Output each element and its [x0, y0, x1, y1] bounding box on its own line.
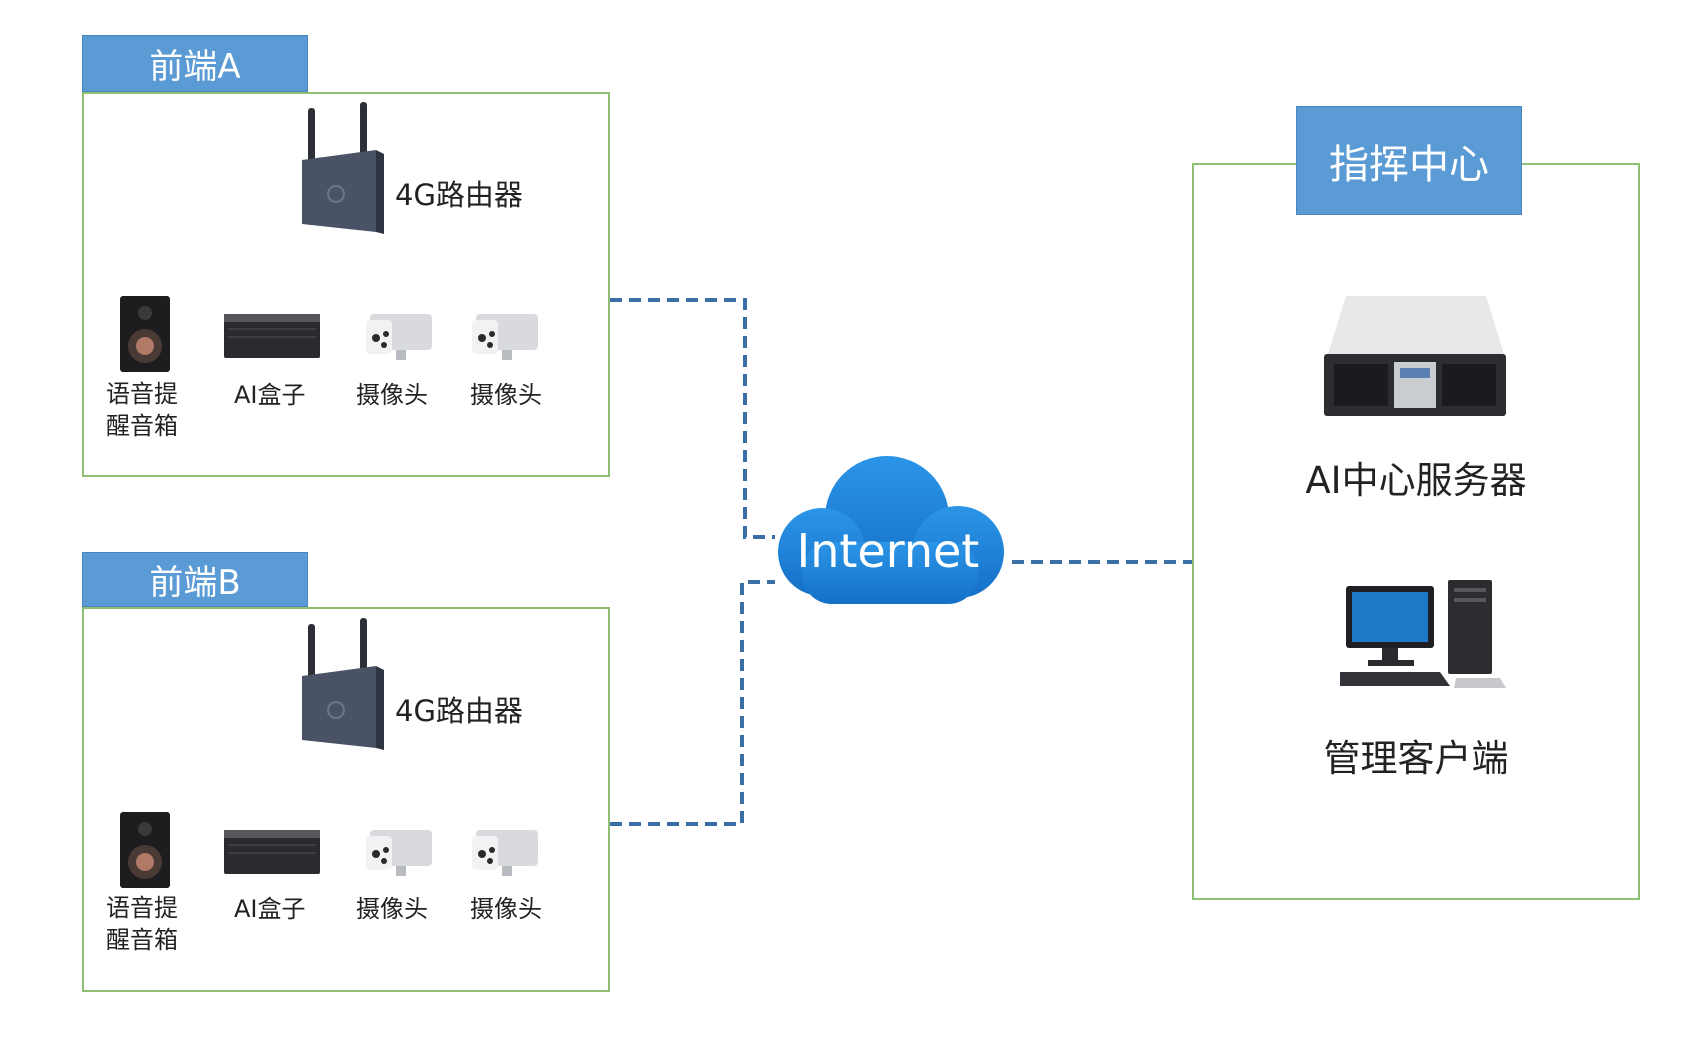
server-label: AI中心服务器 — [1305, 459, 1527, 502]
computer-icon — [1340, 580, 1506, 688]
camera-icon — [366, 830, 432, 876]
front-b-camera2-label: 摄像头 — [470, 895, 542, 923]
front-a-ai-box-label: AI盒子 — [234, 381, 306, 409]
front-b-title: 前端B — [149, 563, 241, 603]
front-b-speaker-label: 语音提 醒音箱 — [106, 894, 178, 954]
router-icon — [302, 102, 384, 234]
camera-icon — [472, 830, 538, 876]
ai-box-icon — [224, 830, 320, 874]
ai-box-icon — [224, 314, 320, 358]
front-a-camera1-label: 摄像头 — [356, 381, 428, 409]
front-a-router-label: 4G路由器 — [395, 178, 523, 212]
front-a-speaker-label: 语音提 醒音箱 — [106, 380, 178, 440]
dashed-links — [610, 298, 1192, 826]
camera-icon — [366, 314, 432, 360]
cloud-label: Internet — [796, 524, 980, 578]
command-center-panel — [1192, 163, 1640, 900]
speaker-icon — [120, 812, 170, 888]
front-a-title: 前端A — [149, 47, 241, 87]
camera-icon — [472, 314, 538, 360]
front-b-router-label: 4G路由器 — [395, 694, 523, 728]
front-a-camera2-label: 摄像头 — [470, 381, 542, 409]
speaker-icon — [120, 296, 170, 372]
server-icon — [1324, 296, 1506, 416]
front-b-ai-box-label: AI盒子 — [234, 895, 306, 923]
command-center-title-tag: 指挥中心 — [1296, 106, 1522, 215]
front-a-title-tag: 前端A — [82, 35, 308, 92]
link-front-a — [610, 298, 775, 539]
front-b-camera1-label: 摄像头 — [356, 895, 428, 923]
cloud-icon — [778, 456, 1004, 604]
command-center-title: 指挥中心 — [1329, 141, 1489, 188]
link-front-b — [610, 580, 775, 826]
front-b-title-tag: 前端B — [82, 552, 308, 607]
router-icon — [302, 618, 384, 750]
client-label: 管理客户端 — [1323, 737, 1509, 780]
